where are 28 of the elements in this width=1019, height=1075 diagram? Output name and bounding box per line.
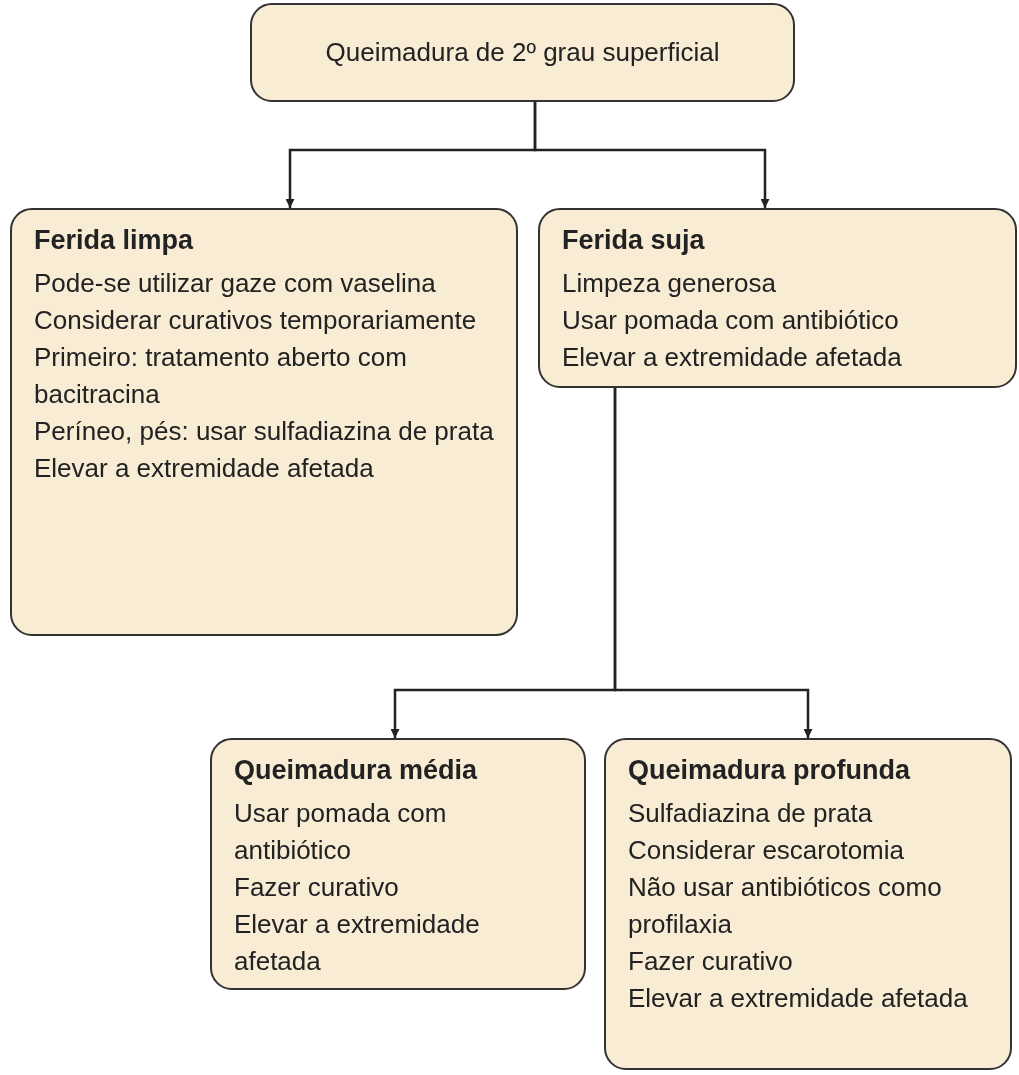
list-item: Elevar a extremidade afetada <box>562 341 903 374</box>
list-item: Primeiro: tratamento aberto com bacitracina <box>34 341 408 411</box>
list-item: Pode-se utilizar gaze com vaselina <box>34 267 437 300</box>
list-item: Usar pomada com antibiótico <box>562 304 900 337</box>
treatment-box <box>538 208 1017 388</box>
treatment-box <box>10 208 518 636</box>
list-item: Usar pomada com antibiótico <box>234 797 448 867</box>
arrow <box>613 388 813 738</box>
list-item: Fazer curativo <box>234 871 400 904</box>
box-title: Queimadura de 2º grau superficial <box>325 36 720 69</box>
list-item: Períneo, pés: usar sulfadiazina de prata <box>34 415 494 448</box>
box-heading: Ferida limpa <box>34 224 195 257</box>
list-item: Considerar curativos temporariamente <box>34 304 478 337</box>
list-item: Elevar a extremidade afetada <box>234 908 481 978</box>
box-heading: Ferida suja <box>562 224 706 257</box>
list-item: Não usar antibióticos como profilaxia <box>628 871 943 941</box>
treatment-box <box>210 738 586 990</box>
box-heading: Queimadura média <box>234 754 479 787</box>
list-item: Limpeza generosa <box>562 267 777 300</box>
list-item: Elevar a extremidade afetada <box>628 982 969 1015</box>
treatment-box <box>604 738 1012 1070</box>
list-item: Considerar escarotomia <box>628 834 905 867</box>
arrow <box>533 102 770 208</box>
box-heading: Queimadura profunda <box>628 754 912 787</box>
root-box <box>250 3 795 102</box>
list-item: Fazer curativo <box>628 945 794 978</box>
list-item: Sulfadiazina de prata <box>628 797 874 830</box>
list-item: Elevar a extremidade afetada <box>34 452 375 485</box>
